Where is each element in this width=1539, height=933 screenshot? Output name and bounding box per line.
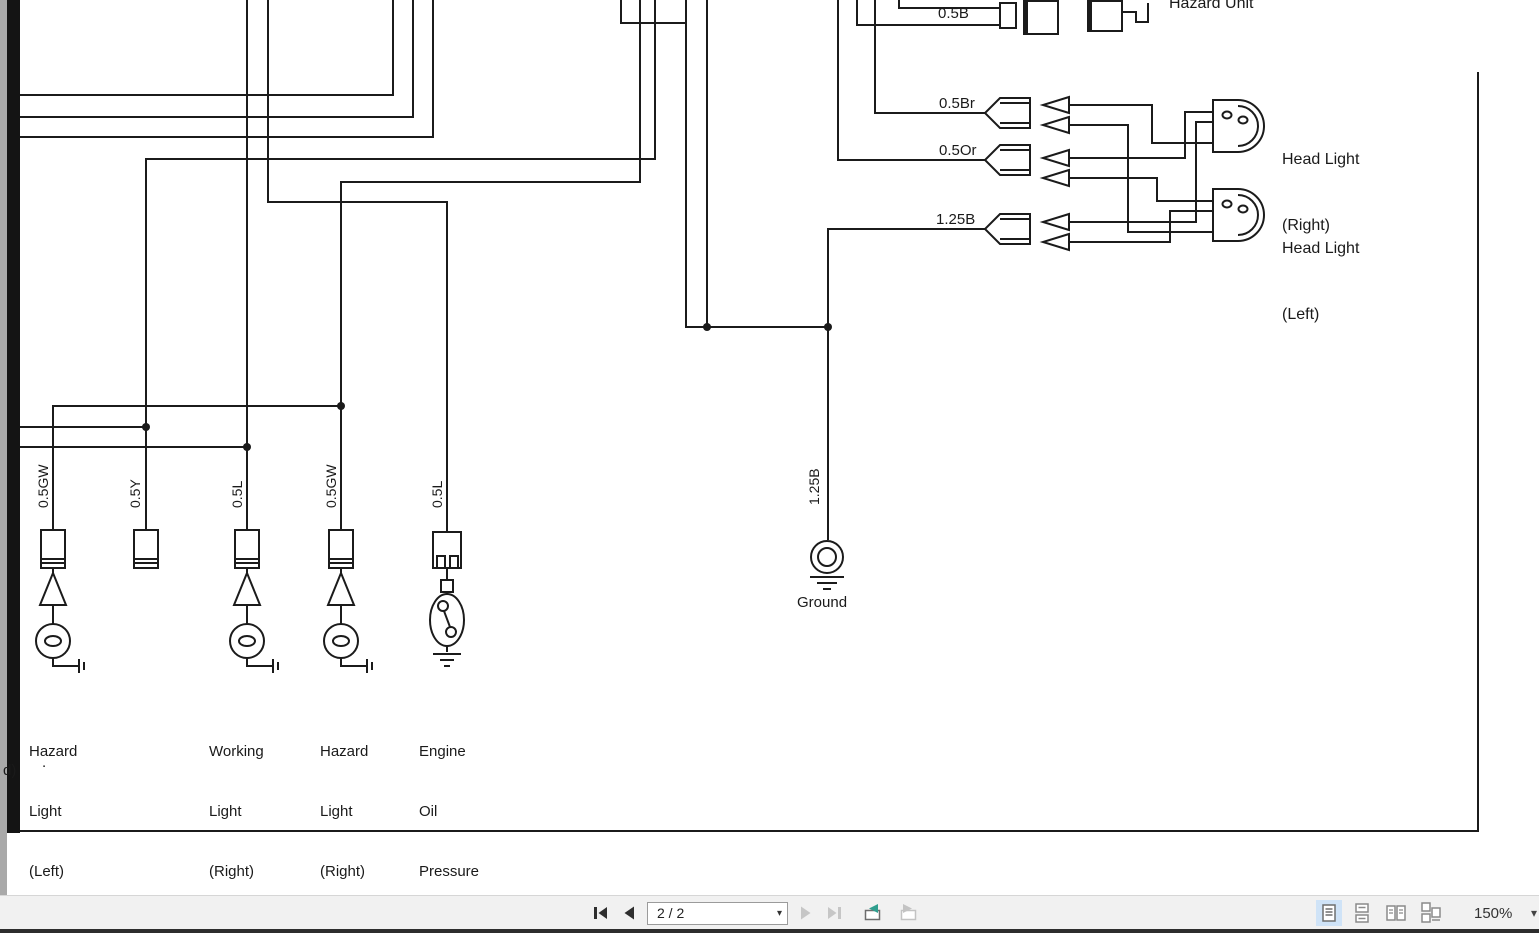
previous-view-icon bbox=[864, 904, 881, 921]
page-number-input[interactable]: 2 / 2 ▾ bbox=[647, 901, 788, 925]
hazard-light-left-label: Hazard Light (Left) bbox=[29, 743, 78, 880]
left-harness-wires bbox=[20, 0, 656, 532]
first-page-icon bbox=[594, 907, 607, 919]
wire-label-col4: 0.5GW bbox=[323, 464, 339, 508]
ground-symbol bbox=[810, 540, 844, 590]
next-page-button[interactable] bbox=[797, 903, 815, 923]
hazard-unit-connectors bbox=[999, 0, 1149, 35]
head-light-right-line2: (Right) bbox=[1282, 217, 1331, 234]
wire-label-col2: 0.5Y bbox=[127, 479, 143, 508]
toolbar-bottom-edge bbox=[0, 929, 1539, 933]
previous-page-icon bbox=[624, 906, 634, 920]
working-light-right-bulb bbox=[229, 568, 279, 673]
head-light-right-line1: Head Light bbox=[1282, 151, 1360, 168]
head-light-left-line1: Head Light bbox=[1282, 240, 1360, 257]
single-page-view-button[interactable] bbox=[1316, 900, 1342, 926]
head-light-right-label: Head Light (Right) bbox=[1282, 105, 1359, 281]
last-page-button[interactable] bbox=[824, 903, 845, 923]
wire-label-headlight-br: 0.5Br bbox=[939, 95, 975, 112]
single-page-view-icon bbox=[1322, 904, 1336, 922]
head-light-right-symbol bbox=[1212, 99, 1265, 153]
junction-dots bbox=[142, 323, 832, 451]
headlight-crossover-wires bbox=[1069, 104, 1213, 243]
hazard-light-right-bulb bbox=[323, 568, 373, 673]
wire-label-col1: 0.5GW bbox=[35, 464, 51, 508]
clipped-left-text: d) bbox=[3, 762, 17, 779]
pdf-page-canvas: 0.5GW 0.5Y 0.5L 0.5GW 0.5L 1.25B 0.5B 0.… bbox=[0, 0, 1479, 895]
two-page-view-button[interactable] bbox=[1382, 900, 1410, 926]
continuous-scroll-view-icon bbox=[1355, 903, 1369, 923]
scan-edge-gray-strip bbox=[0, 0, 7, 895]
previous-view-button[interactable] bbox=[860, 901, 886, 925]
head-light-left-line2: (Left) bbox=[1282, 306, 1320, 323]
view-mode-cluster: 150% bbox=[1316, 896, 1512, 930]
next-view-icon bbox=[900, 904, 917, 921]
wire-label-headlight-b: 1.25B bbox=[936, 211, 976, 228]
wire-label-col5: 0.5L bbox=[429, 480, 445, 508]
next-page-icon bbox=[801, 906, 811, 920]
zoom-level-control[interactable]: 150% bbox=[1474, 904, 1513, 922]
scan-edge-black-strip bbox=[7, 0, 20, 833]
page-dropdown-caret-icon[interactable]: ▾ bbox=[776, 907, 782, 919]
page-navigation-cluster: 2 / 2 ▾ bbox=[590, 896, 921, 930]
column-connectors bbox=[40, 529, 354, 569]
two-page-scroll-view-icon bbox=[1421, 902, 1441, 923]
ground-feed-wires bbox=[620, 0, 985, 540]
page-border-lines bbox=[20, 72, 1479, 832]
two-page-view-icon bbox=[1386, 905, 1406, 921]
ground-label: Ground bbox=[797, 594, 848, 611]
engine-oil-pressure-switch-label: Engine Oil Pressure Switch bbox=[419, 743, 480, 880]
continuous-scroll-view-button[interactable] bbox=[1349, 900, 1375, 926]
next-view-button[interactable] bbox=[895, 901, 921, 925]
zoom-caret-icon[interactable]: ▾ bbox=[1531, 906, 1538, 920]
oil-pressure-switch-symbol bbox=[429, 531, 465, 667]
head-light-left-symbol bbox=[1212, 188, 1265, 242]
wire-label-ground: 1.25B bbox=[806, 468, 822, 505]
first-page-button[interactable] bbox=[590, 903, 611, 923]
wire-label-col3: 0.5L bbox=[229, 480, 245, 508]
hazard-light-left-bulb bbox=[35, 568, 85, 673]
wire-label-hazard-feed: 0.5B bbox=[938, 5, 969, 22]
last-page-icon bbox=[828, 907, 841, 919]
working-light-right-label: Working Light (Right) (If equipped) bbox=[209, 743, 264, 880]
two-page-scroll-view-button[interactable] bbox=[1417, 900, 1445, 926]
page-indicator: 2 / 2 bbox=[657, 905, 685, 921]
head-light-left-label: Head Light (Left) bbox=[1282, 194, 1359, 370]
previous-page-button[interactable] bbox=[620, 903, 638, 923]
headlight-arrow-terminals bbox=[1039, 95, 1070, 252]
pdf-toolbar: 2 / 2 ▾ bbox=[0, 895, 1539, 933]
headlight-plug-connectors bbox=[983, 97, 1031, 245]
hazard-unit-label: Hazard Unit bbox=[1169, 0, 1254, 12]
stray-period-mark: . bbox=[42, 754, 47, 771]
hazard-light-right-label: Hazard Light (Right) bbox=[320, 743, 369, 880]
headlight-feed-wires bbox=[837, 0, 1000, 161]
wiring-diagram bbox=[20, 0, 1479, 832]
wire-label-headlight-or: 0.5Or bbox=[939, 142, 977, 159]
